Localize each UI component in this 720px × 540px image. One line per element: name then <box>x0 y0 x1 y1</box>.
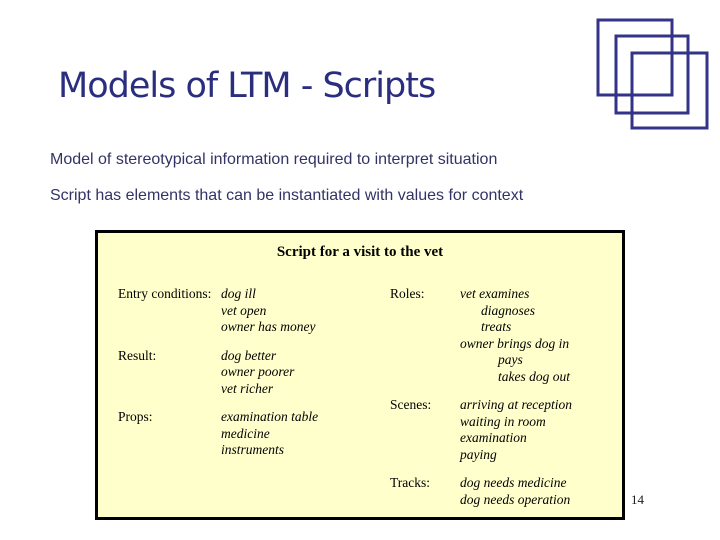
value-line: vet richer <box>221 380 274 396</box>
slide-title: Models of LTM - Scripts <box>58 66 436 106</box>
section-props: Props: examination table medicine instru… <box>118 409 378 459</box>
value-line: treats <box>481 319 512 334</box>
section-label: Roles: <box>390 286 425 301</box>
value-line: owner poorer <box>221 364 295 379</box>
value-line: arriving at reception <box>460 397 572 412</box>
section-scenes: Scenes: arriving at reception waiting in… <box>390 397 622 463</box>
value-line: medicine <box>221 425 270 441</box>
value-line: owner brings dog in <box>460 335 570 351</box>
script-example-box: Script for a visit to the vet Entry cond… <box>95 230 625 520</box>
value-line: dog needs medicine <box>460 475 567 490</box>
value-line: dog better <box>221 347 277 363</box>
value-line: examination <box>460 430 527 445</box>
section-label: Entry conditions: <box>118 286 212 301</box>
section-values: dog ill vet open owner has money <box>221 286 378 336</box>
section-label: Scenes: <box>390 397 432 412</box>
value-line: vet open <box>221 302 267 318</box>
script-box-right-column: Roles: vet examines diagnoses treats own… <box>390 286 622 520</box>
section-roles: Roles: vet examines diagnoses treats own… <box>390 286 622 385</box>
body-line-1: Model of stereotypical information requi… <box>50 151 498 168</box>
section-values: dog better owner poorer vet richer <box>221 348 378 398</box>
script-box-left-column: Entry conditions: dog ill vet open owner… <box>118 286 378 471</box>
section-label: Tracks: <box>390 475 431 490</box>
value-line: waiting in room <box>460 413 546 429</box>
value-line: examination table <box>221 409 319 424</box>
value-line: vet examines <box>460 286 530 301</box>
section-tracks: Tracks: dog needs medicine dog needs ope… <box>390 475 622 508</box>
script-box-title: Script for a visit to the vet <box>276 244 444 260</box>
section-label: Props: <box>118 409 153 424</box>
body-line-2: Script has elements that can be instanti… <box>50 187 524 204</box>
overlapping-squares-icon <box>596 18 709 130</box>
value-line: dog needs operation <box>460 491 571 507</box>
page-number: 14 <box>631 492 644 507</box>
value-line: dog ill <box>221 286 256 301</box>
section-values: dog needs medicine dog needs operation <box>460 475 622 508</box>
section-entry-conditions: Entry conditions: dog ill vet open owner… <box>118 286 378 336</box>
section-label: Result: <box>118 347 157 363</box>
value-line: takes dog out <box>498 368 570 384</box>
value-line: diagnoses <box>481 302 535 318</box>
section-values: vet examines diagnoses treats owner brin… <box>460 286 622 385</box>
value-line: paying <box>460 446 497 462</box>
value-line: instruments <box>221 442 285 457</box>
section-values: arriving at reception waiting in room ex… <box>460 397 622 463</box>
section-result: Result: dog better owner poorer vet rich… <box>118 348 378 398</box>
value-line: owner has money <box>221 319 316 334</box>
value-line: pays <box>498 352 523 367</box>
section-values: examination table medicine instruments <box>221 409 378 459</box>
